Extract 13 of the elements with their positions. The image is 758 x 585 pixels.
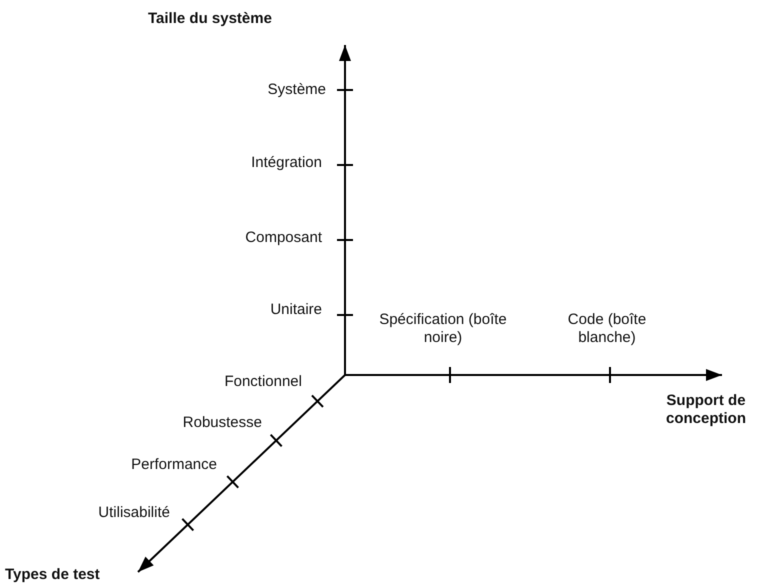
axis-label: Unitaire xyxy=(270,301,322,319)
axis-label: Fonctionnel xyxy=(224,373,302,391)
axis-label: Système xyxy=(268,81,326,99)
axis-label: Taille du système xyxy=(148,10,272,28)
axis-label: Utilisabilité xyxy=(98,504,170,522)
axis-label: Composant xyxy=(245,229,322,247)
axis-label: Intégration xyxy=(251,154,322,172)
axis-label: Types de test xyxy=(5,566,100,584)
axis-label: Code (boîte blanche) xyxy=(566,311,648,347)
axis-label: Spécification (boîte noire) xyxy=(378,311,508,347)
axis-label: Robustesse xyxy=(182,414,262,432)
axis-label: Performance xyxy=(131,456,217,474)
axis-label: Support de conception xyxy=(664,392,747,428)
